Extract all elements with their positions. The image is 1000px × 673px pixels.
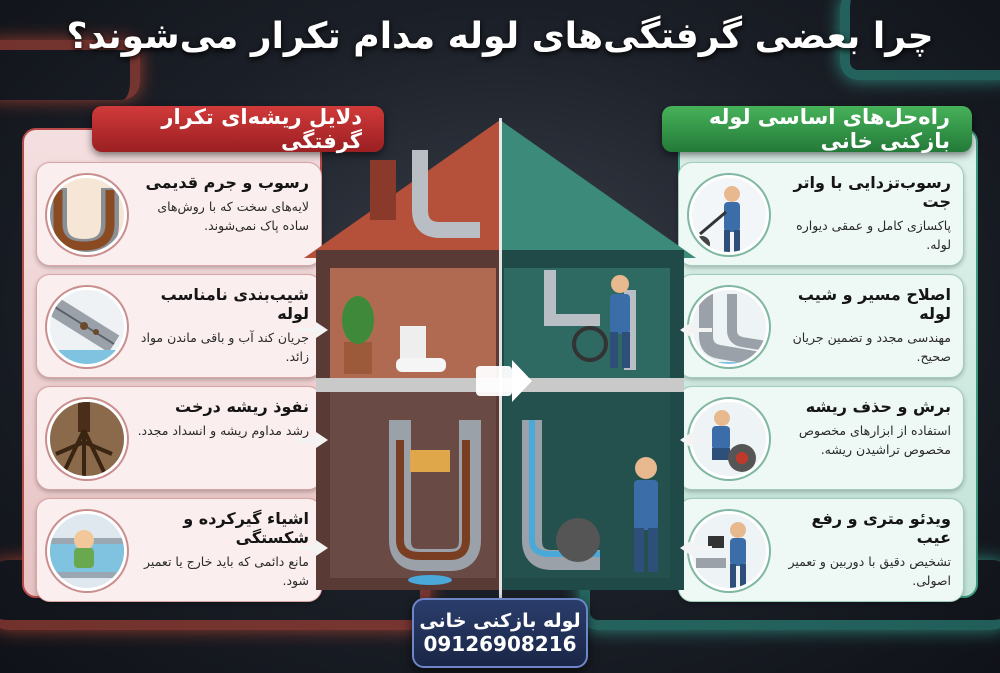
sloped-pipe-icon (47, 287, 127, 367)
background-pipe-left-bottom (0, 560, 430, 630)
solution-title: برش و حذف ریشه (805, 397, 951, 416)
background-pipe-right-bottom (580, 560, 1000, 630)
problem-text: مانع دائمی که باید خارج یا تعمیر شود. (144, 554, 309, 588)
arrow-right-icon (296, 540, 330, 556)
scaled-pipe-icon (47, 175, 127, 255)
problem-card-scale: رسوب و جرم قدیمی لایه‌های سخت که با روش‌… (36, 162, 322, 266)
problem-title: نفوذ ریشه درخت (175, 397, 309, 416)
brand-badge[interactable]: لوله بازکنی خانی 09126908216 (412, 598, 588, 668)
background-pipe-left-top (0, 40, 140, 100)
background-pipe-right-top (840, 0, 1000, 80)
solution-title: اصلاح مسیر و شیب لوله (797, 285, 951, 323)
problem-card-slope: شیب‌بندی نامناسب لوله جریان کند آب و باق… (36, 274, 322, 378)
problem-card-roots: نفوذ ریشه درخت رشد مداوم ریشه و انسداد م… (36, 386, 322, 490)
phone-number[interactable]: 09126908216 (423, 632, 577, 656)
page-title: چرا بعضی گرفتگی‌های لوله مدام تکرار می‌ش… (66, 16, 934, 57)
problem-text: لایه‌های سخت که با روش‌های ساده پاک نمی‌… (157, 199, 309, 233)
solution-text: پاکسازی کامل و عمقی دیواره لوله. (796, 218, 951, 252)
tree-root-icon (47, 399, 127, 479)
water-jet-worker-icon (689, 175, 769, 255)
problem-title: اشیاء گیرکرده و شکستگی (183, 509, 309, 547)
arrow-right-icon (678, 322, 712, 338)
center-divider (499, 118, 502, 600)
solution-text: استفاده از ابزارهای مخصوص مخصوص تراشیدن … (798, 423, 951, 457)
brand-name: لوله بازکنی خانی (419, 610, 581, 632)
problem-title: شیب‌بندی نامناسب لوله (160, 285, 309, 323)
solutions-heading: راه‌حل‌های اساسی لوله بازکنی خانی (662, 105, 972, 153)
solution-card-slope: اصلاح مسیر و شیب لوله مهندسی مجدد و تضمی… (678, 274, 964, 378)
solution-text: تشخیص دقیق با دوربین و تعمیر اصولی. (788, 554, 951, 588)
problem-text: رشد مداوم ریشه و انسداد مجدد. (137, 423, 309, 438)
solution-title: ویدئو متری و رفع عیب (811, 509, 951, 547)
problems-heading: دلایل ریشه‌ای تکرار گرفتگی (92, 105, 384, 153)
problem-card-objects: اشیاء گیرکرده و شکستگی مانع دائمی که بای… (36, 498, 322, 602)
solution-card-video: ویدئو متری و رفع عیب تشخیص دقیق با دوربی… (678, 498, 964, 602)
arrow-right-icon (678, 540, 712, 556)
problem-title: رسوب و جرم قدیمی (145, 173, 309, 192)
arrow-right-icon (678, 432, 712, 448)
solution-title: رسوب‌تزدایی با واتر جت (793, 173, 951, 211)
solution-text: مهندسی مجدد و تضمین جریان صحیح. (792, 330, 951, 364)
toy-in-pipe-icon (47, 511, 127, 591)
arrow-right-icon (296, 432, 330, 448)
solution-card-rootcut: برش و حذف ریشه استفاده از ابزارهای مخصوص… (678, 386, 964, 490)
arrow-right-icon (296, 322, 330, 338)
solution-card-waterjet: رسوب‌تزدایی با واتر جت پاکسازی کامل و عم… (678, 162, 964, 266)
problem-text: جریان کند آب و باقی ماندن مواد زائد. (140, 330, 309, 364)
